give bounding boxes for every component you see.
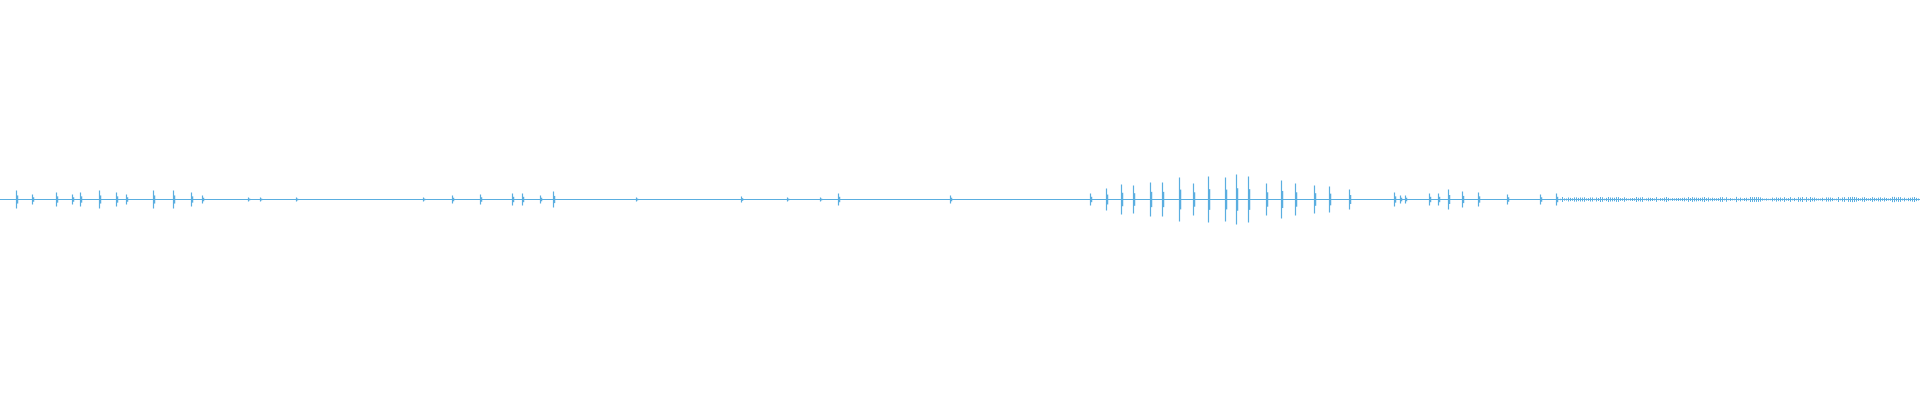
waveform-peaks [15, 174, 1919, 225]
